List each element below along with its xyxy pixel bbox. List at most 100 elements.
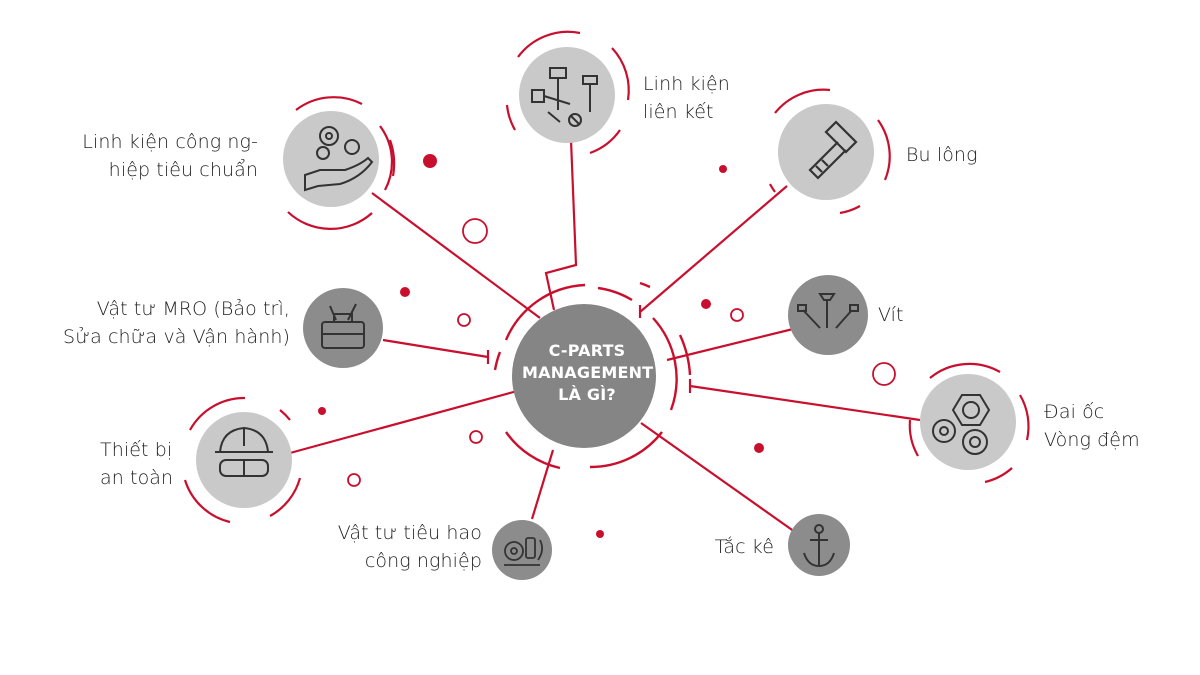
decor-arc <box>589 129 621 155</box>
label-line: an toàn <box>100 467 174 489</box>
node-linh-kien-cong-nghiep <box>283 96 396 230</box>
center-node <box>512 304 656 448</box>
hard-hat-goggles-icon <box>215 426 273 477</box>
bolt-icon <box>808 120 858 180</box>
label-line: Vít <box>878 304 904 326</box>
decor-arc <box>287 211 373 230</box>
connector-vat-tu-tieu-hao <box>530 449 555 520</box>
label-line: Bu lông <box>906 144 978 166</box>
node-tac-ke <box>788 514 850 576</box>
decor-arcs <box>287 96 396 230</box>
decor-dot <box>400 287 410 297</box>
connector-thiet-bi-an-toan <box>289 388 522 455</box>
connector-end-ticks <box>486 305 692 393</box>
decor-arcs <box>769 88 891 215</box>
decor-arc <box>929 362 1001 379</box>
node-thiet-bi-an-toan <box>183 396 302 524</box>
node-vat-tu-mro <box>303 288 383 368</box>
node-circle <box>778 104 874 200</box>
connector-tac-ke <box>640 422 796 533</box>
decor-arc <box>517 30 581 58</box>
anchor-icon <box>803 524 835 568</box>
center-title-line: LÀ GÌ? <box>558 385 616 404</box>
label-vat-tu-tieu-hao: Vật tư tiêu hao công nghiệp <box>300 519 482 575</box>
node-circle <box>303 288 383 368</box>
decor-arc <box>505 104 516 131</box>
node-linh-kien-lien-ket <box>505 30 630 155</box>
decor-arc <box>279 409 291 421</box>
decor-dot <box>318 407 326 415</box>
decor-dot <box>719 165 727 173</box>
label-line: hiệp tiêu chuẩn <box>108 159 258 181</box>
decor-arc <box>1019 394 1030 441</box>
connector-dai-oc <box>689 384 921 422</box>
decor-arc <box>189 396 246 431</box>
center-arc <box>505 431 561 470</box>
node-circle <box>920 374 1016 470</box>
decor-ring <box>347 473 361 487</box>
decor-arc <box>379 125 394 191</box>
decor-arc <box>839 205 861 215</box>
decor-ring <box>462 218 488 244</box>
gears-hand-icon <box>304 126 374 192</box>
center-arc <box>589 431 663 469</box>
decor-arc <box>183 479 231 524</box>
decor-ring <box>469 430 483 444</box>
decor-arcs <box>183 396 302 524</box>
node-circle <box>283 111 379 207</box>
center-arc <box>639 281 651 289</box>
center-arc <box>504 283 586 341</box>
center-title-line: MANAGEMENT <box>522 363 654 382</box>
decor-arc <box>388 139 396 177</box>
label-dai-oc: Đai ốc Vòng đệm <box>1044 398 1140 454</box>
decor-arc <box>877 119 891 181</box>
toolbox-icon <box>321 303 365 349</box>
center-title-line: C-PARTS <box>548 341 626 360</box>
label-thiet-bi-an-toan: Thiết bị an toàn <box>100 436 173 492</box>
decor-ring <box>872 362 896 386</box>
label-line: Đai ốc <box>1044 401 1105 423</box>
label-line: Sửa chữa và Vận hành) <box>63 326 290 348</box>
center-arc <box>597 286 633 302</box>
connector-linh-kien-cong-nghiep <box>371 192 541 319</box>
decor-arc <box>611 47 630 101</box>
decor-dot <box>423 154 437 168</box>
connector-linh-kien-lien-ket <box>544 139 578 311</box>
decor-ring <box>730 308 744 322</box>
node-dai-oc <box>908 362 1030 484</box>
node-circle <box>519 47 615 143</box>
nut-washer-icon <box>932 394 991 455</box>
decor-arcs <box>908 362 1030 484</box>
center-title: C-PARTS MANAGEMENT LÀ GÌ? <box>522 340 654 406</box>
label-vat-tu-mro: Vật tư MRO (Bảo trì, Sửa chữa và Vận hàn… <box>40 295 290 351</box>
decor-arc <box>774 88 831 114</box>
node-bu-long <box>769 88 891 215</box>
label-vit: Vít <box>878 301 904 329</box>
decor-dot <box>596 530 604 538</box>
label-tac-ke: Tắc kê <box>680 533 774 561</box>
decor-arc <box>269 477 302 517</box>
screws-icon <box>797 293 859 329</box>
label-line: liên kết <box>643 101 714 123</box>
center-arc <box>493 351 502 371</box>
label-linh-kien-lien-ket: Linh kiện liên kết <box>643 70 730 126</box>
decor-dots <box>318 154 764 538</box>
decor-rings <box>347 218 896 487</box>
node-vat-tu-tieu-hao <box>492 520 552 580</box>
node-circle <box>492 520 552 580</box>
label-linh-kien-cong-nghiep: Linh kiện công ng- hiệp tiêu chuẩn <box>40 128 258 184</box>
connector-bu-long <box>639 185 788 313</box>
decor-arc <box>908 419 919 457</box>
decor-arc <box>769 183 776 193</box>
connector-vat-tu-mro <box>382 338 489 359</box>
decor-arcs <box>505 30 630 155</box>
center-arc <box>678 334 692 376</box>
decor-ring <box>457 313 471 327</box>
label-line: công nghiệp <box>364 550 482 572</box>
decor-dot <box>754 443 764 453</box>
label-line: Tắc kê <box>714 536 774 558</box>
label-line: Linh kiện <box>643 73 730 95</box>
label-bu-long: Bu lông <box>906 141 978 169</box>
label-line: Vật tư MRO (Bảo trì, <box>96 298 290 320</box>
